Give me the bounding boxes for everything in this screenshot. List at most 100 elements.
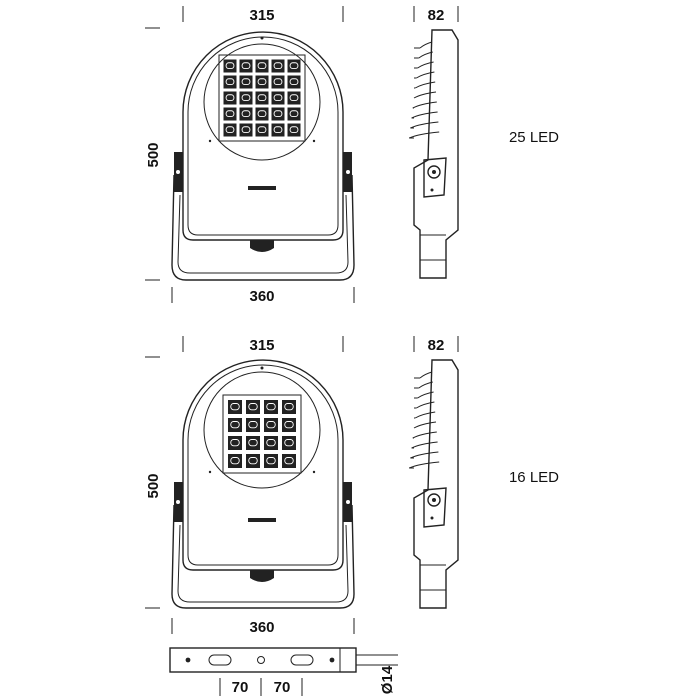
led-lens xyxy=(266,421,276,429)
led-module xyxy=(239,91,253,105)
led-module xyxy=(255,123,269,137)
cooling-fin xyxy=(413,91,437,99)
led-module xyxy=(246,400,260,414)
led-lens xyxy=(241,126,251,134)
led-module xyxy=(246,418,260,432)
side-depth-label: 82 xyxy=(428,7,445,24)
led-module xyxy=(271,59,285,73)
led-count-label: 16 LED xyxy=(509,469,559,486)
led-lens xyxy=(257,62,267,70)
led-module xyxy=(287,91,301,105)
front-housing xyxy=(182,31,344,252)
led-module xyxy=(223,75,237,89)
led-lens xyxy=(284,439,294,447)
led-lens xyxy=(230,439,240,447)
led-grid xyxy=(222,394,302,474)
led-lens xyxy=(273,78,283,86)
front-width-dimension: 315 xyxy=(182,336,344,354)
led-module xyxy=(255,75,269,89)
center-hole xyxy=(257,656,265,664)
cooling-fin xyxy=(411,441,438,449)
front-width-label: 315 xyxy=(249,7,274,24)
height-label: 500 xyxy=(145,473,162,498)
led-lens xyxy=(284,421,294,429)
spacing-left-label: 70 xyxy=(232,679,249,696)
cooling-fin xyxy=(419,371,433,379)
cooling-fin xyxy=(419,41,433,49)
led-lens xyxy=(248,403,258,411)
led-module xyxy=(287,107,301,121)
led-module xyxy=(239,75,253,89)
led-lens xyxy=(289,62,299,70)
led-frame xyxy=(218,54,306,142)
led-lens xyxy=(257,94,267,102)
led-module xyxy=(223,123,237,137)
cooling-fin xyxy=(418,51,433,59)
led-lens xyxy=(289,94,299,102)
led-module xyxy=(287,123,301,137)
cooling-fin xyxy=(416,71,435,79)
led-module xyxy=(264,454,278,468)
cooling-fin xyxy=(411,111,438,119)
cooling-fin xyxy=(408,131,440,139)
led-module xyxy=(255,91,269,105)
led-module xyxy=(287,75,301,89)
cooling-fins xyxy=(408,41,440,139)
height-label: 500 xyxy=(145,142,162,167)
led-module xyxy=(239,123,253,137)
led-module xyxy=(228,436,242,450)
led-lens xyxy=(257,110,267,118)
led-module xyxy=(264,418,278,432)
led-lens xyxy=(225,110,235,118)
mounting-bracket xyxy=(171,152,355,281)
luminaire-view-16-led: 315 500 360 xyxy=(145,336,559,636)
led-lens xyxy=(266,403,276,411)
led-lens xyxy=(241,94,251,102)
brand-logo xyxy=(248,518,276,522)
led-count-label: 25 LED xyxy=(509,129,559,146)
led-lens xyxy=(225,62,235,70)
led-module xyxy=(271,91,285,105)
cooling-fin xyxy=(417,391,434,399)
led-lens xyxy=(241,78,251,86)
cooling-fin xyxy=(416,401,435,409)
front-width-dimension: 315 xyxy=(182,6,344,24)
side-depth-label: 82 xyxy=(428,337,445,354)
led-module xyxy=(264,400,278,414)
height-dimension: 500 xyxy=(145,356,162,609)
cooling-fin xyxy=(408,461,440,469)
bracket-width-dimension: 360 xyxy=(171,287,355,305)
led-lens xyxy=(257,126,267,134)
led-module xyxy=(246,436,260,450)
cooling-fin xyxy=(418,381,433,389)
bracket-width-label: 360 xyxy=(249,619,274,636)
led-lens xyxy=(266,457,276,465)
led-module xyxy=(228,454,242,468)
hole-diameter-label: Ø14 xyxy=(379,665,396,694)
led-lens xyxy=(273,62,283,70)
led-module xyxy=(228,400,242,414)
led-frame xyxy=(222,394,302,474)
cable-gland xyxy=(250,240,274,252)
led-module xyxy=(271,107,285,121)
spacing-right-label: 70 xyxy=(274,679,291,696)
led-module xyxy=(287,59,301,73)
slot-hole xyxy=(290,654,314,666)
height-dimension: 500 xyxy=(145,27,162,281)
led-lens xyxy=(225,126,235,134)
led-lens xyxy=(248,457,258,465)
bracket-detail: 70 70 Ø14 xyxy=(169,647,398,696)
led-lens xyxy=(225,78,235,86)
led-lens xyxy=(230,403,240,411)
led-module xyxy=(264,436,278,450)
cooling-fin xyxy=(412,431,437,439)
cable-gland xyxy=(250,570,274,582)
led-module xyxy=(255,107,269,121)
mounting-bracket xyxy=(171,482,355,609)
led-module xyxy=(271,123,285,137)
led-module xyxy=(282,436,296,450)
brand-logo xyxy=(248,186,276,190)
led-module xyxy=(271,75,285,89)
led-module xyxy=(282,418,296,432)
